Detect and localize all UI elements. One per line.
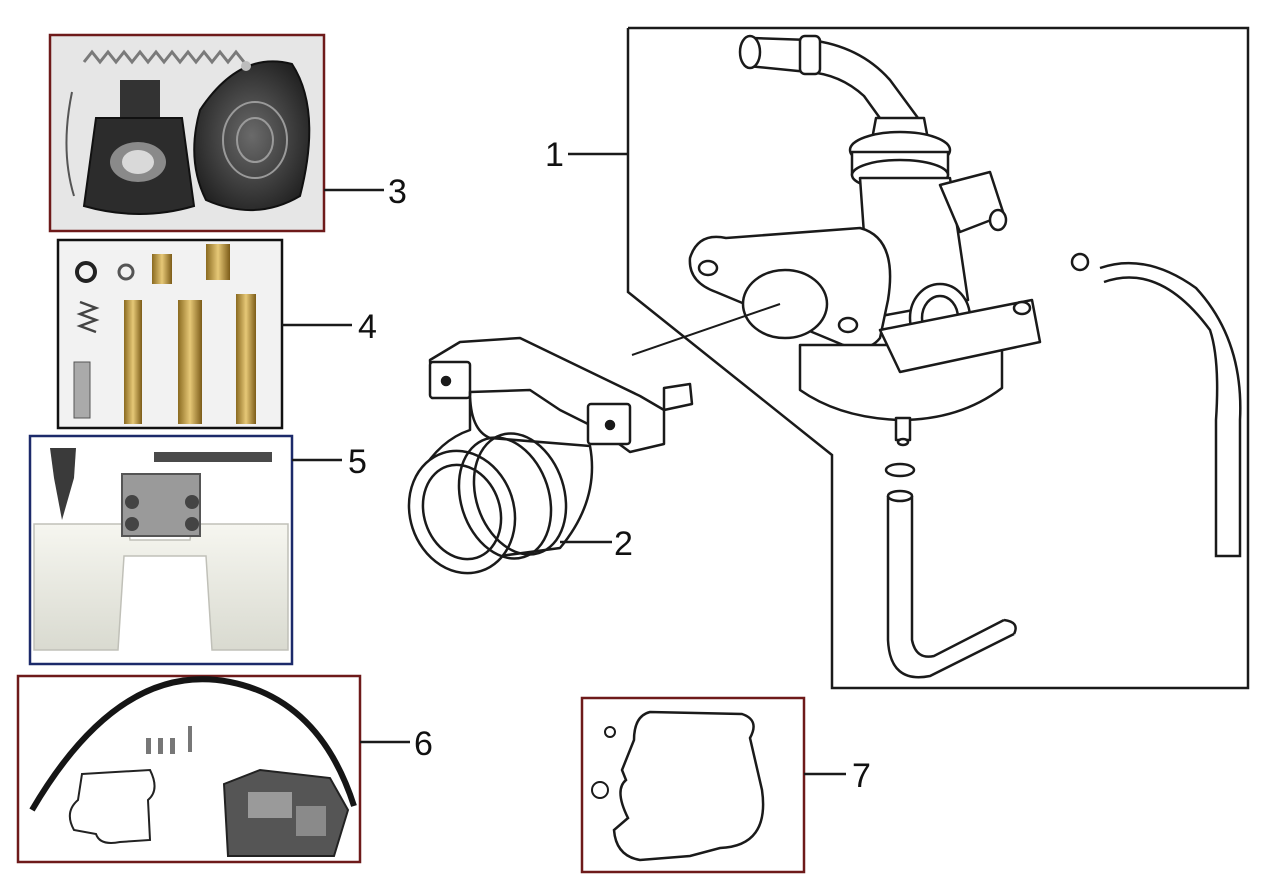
main-jet-icon [206,244,230,280]
washer-icon [117,263,135,281]
drain-hose-icon [1070,252,1242,558]
callout-2: 2 [614,525,633,563]
assembly-frame [626,26,1250,690]
screw-icon [73,361,91,419]
manifold-leader [631,303,781,356]
small-spring-icon [76,300,100,334]
callout-4: 4 [358,308,377,346]
gasket-panel [580,696,846,874]
jet-needle-icon [124,294,256,424]
vent-hose-icon [29,676,357,812]
pilot-jet-icon [152,254,172,284]
fuel-hose-icon [884,462,1017,679]
o-ring-icon [75,261,97,283]
callout-6: 6 [414,725,433,763]
jet-kit-panel [56,238,352,430]
float-pin-icon [154,452,272,462]
repair-kit-panel [16,674,410,864]
callout-3: 3 [388,173,407,211]
carburetor-icon [688,34,1042,447]
carburetor-assembly-group [568,26,1250,690]
callout-1: 1 [545,136,564,174]
gasket-small-icon [68,768,156,844]
carb-body-icon [222,768,350,857]
intake-manifold-icon [407,336,694,575]
needle-valve-icon [50,448,76,520]
callout-7: 7 [852,757,871,795]
diaphragm-icon [193,60,311,212]
float-panel [28,434,342,666]
diaphragm-piston-icon [82,80,196,215]
float-icon [33,473,289,651]
spring-icon [82,49,246,65]
gasket-icon [612,710,765,862]
callout-5: 5 [348,443,367,481]
diaphragm-kit-panel [48,33,384,233]
screws-icon [146,726,192,754]
